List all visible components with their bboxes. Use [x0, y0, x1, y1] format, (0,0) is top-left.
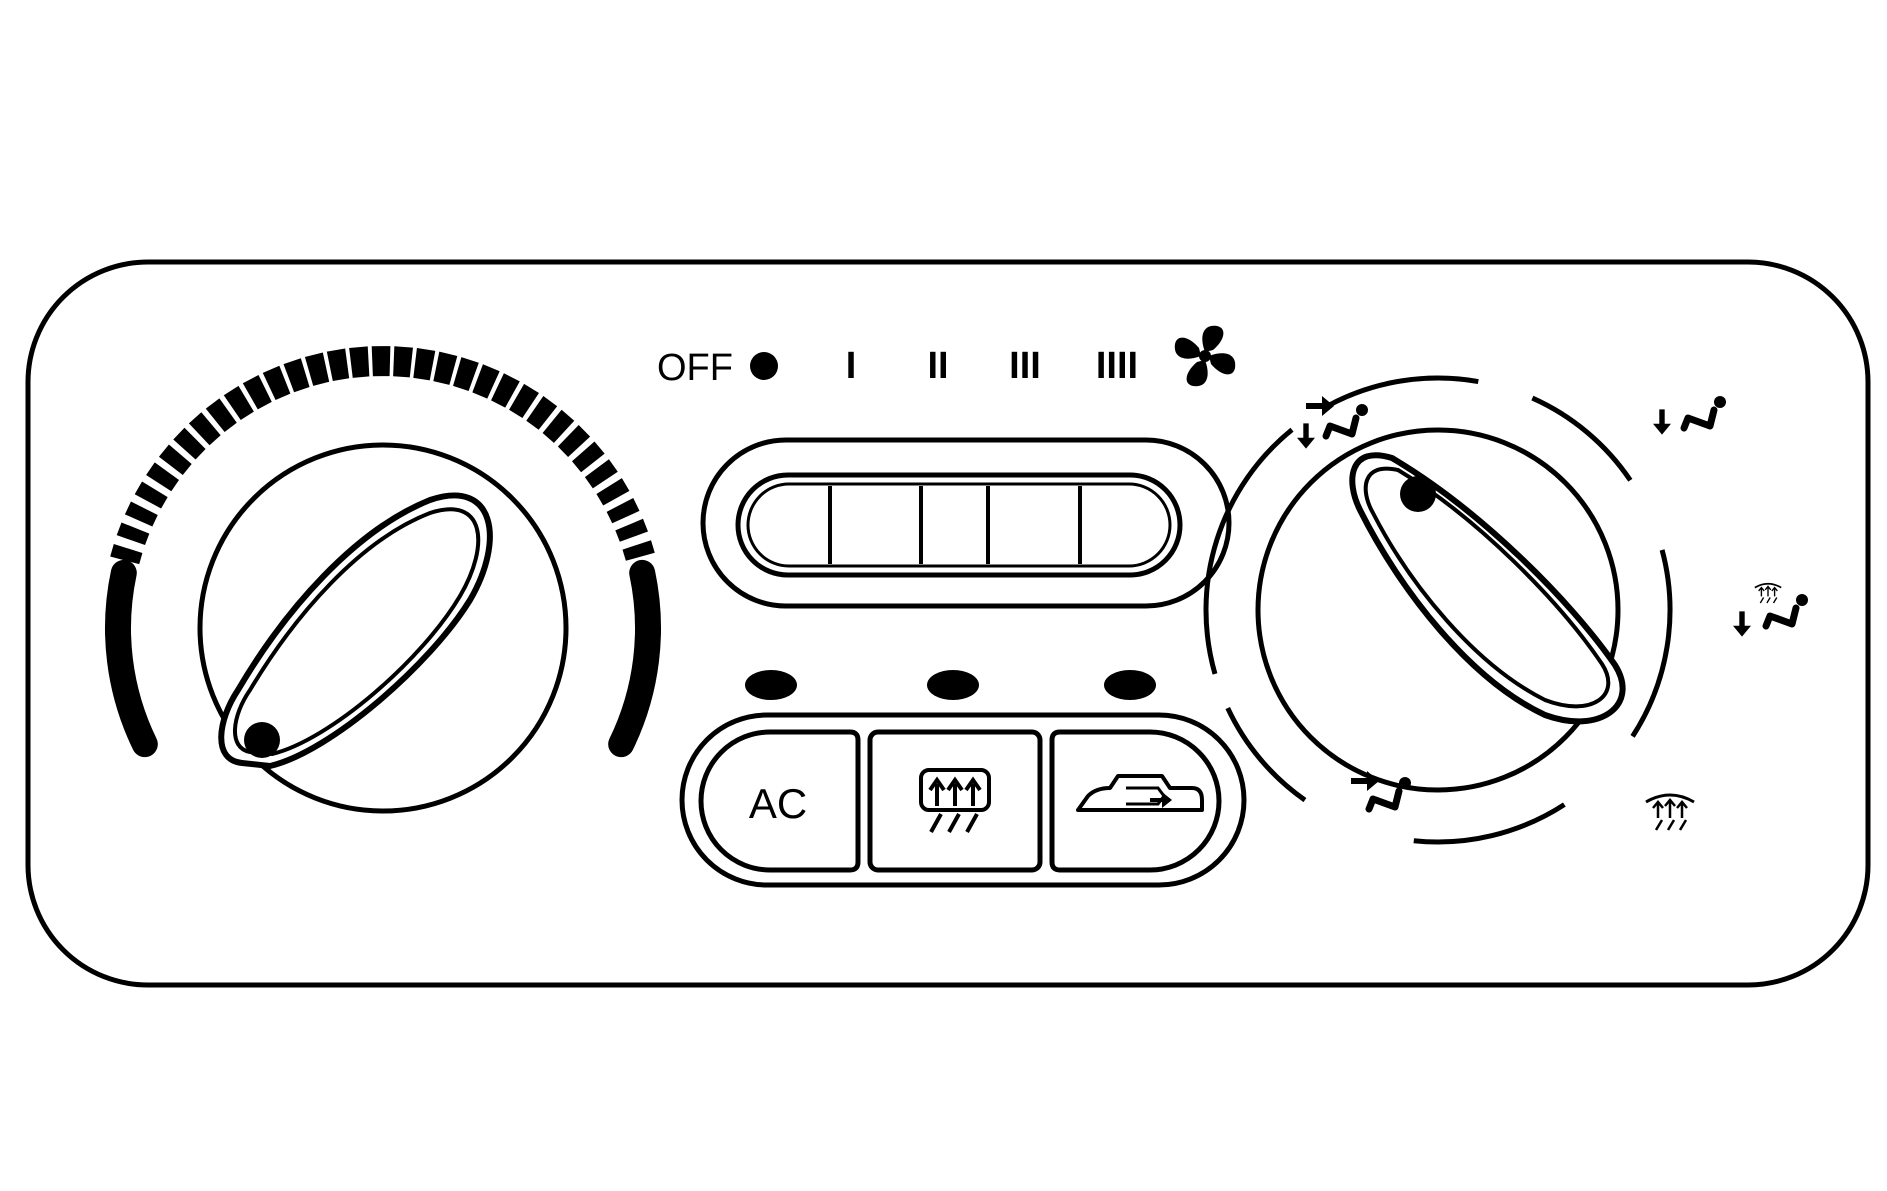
temperature-scale-segment: [584, 459, 618, 489]
filled-dot-icon: [750, 352, 778, 380]
recirculation-indicator-light: [1104, 670, 1156, 700]
temperature-scale-segment: [110, 544, 143, 565]
floor-icon: [1653, 396, 1726, 435]
temperature-scale-segment: [304, 352, 330, 386]
temperature-scale-segment: [615, 518, 648, 542]
temperature-scale-segment: [472, 364, 500, 399]
temperature-scale-segment: [622, 540, 655, 561]
mode-dial-ring-segment: [1327, 375, 1479, 408]
temperature-scale-segment: [205, 398, 237, 432]
fan-label-1: I: [846, 345, 857, 387]
temperature-scale-segment: [262, 365, 291, 401]
temperature-scale-segment: [542, 409, 575, 443]
ac-button[interactable]: AC: [698, 729, 861, 873]
temperature-scale-segment: [223, 385, 254, 421]
temperature-scale-segment: [242, 374, 272, 410]
temperature-scale-segment: [526, 396, 558, 430]
defog-icon: [1733, 582, 1808, 637]
fan-label-off: OFF: [657, 347, 733, 389]
temperature-scale-segment: [146, 462, 180, 492]
temperature-scale-segment: [134, 481, 168, 509]
temperature-scale-segment: [173, 427, 206, 460]
temperature-knob[interactable]: [197, 442, 569, 814]
mode-dial-ring-segment: [1225, 706, 1307, 803]
temperature-scale-segment: [433, 351, 458, 385]
temperature-scale-segment: [509, 383, 539, 419]
temperature-scale-segment: [326, 348, 350, 382]
temperature-scale-segment: [557, 424, 591, 457]
temperature-scale-icon: [105, 346, 661, 758]
temperature-knob-indicator: [244, 722, 280, 758]
mode-dial-ring-segment: [1203, 427, 1294, 675]
fan-label-4: IIII: [1096, 345, 1138, 387]
ac-indicator-light: [745, 670, 797, 700]
panel-frame: [25, 259, 1871, 988]
recirculation-icon: [1076, 774, 1204, 812]
recirculation-button[interactable]: [1049, 729, 1222, 873]
temperature-scale-segment: [371, 346, 391, 377]
button-group-frame: [679, 712, 1247, 888]
fan-speed-slider[interactable]: [700, 437, 1232, 609]
ac-button-label: AC: [749, 780, 807, 827]
temperature-scale-segment: [349, 346, 370, 378]
temperature-scale-segment: [491, 373, 520, 408]
temperature-scale-segment: [596, 478, 630, 506]
temperature-scale-segment: [571, 441, 605, 473]
mode-dial-ring-segment: [1630, 549, 1673, 738]
fan-label-3: III: [1009, 345, 1041, 387]
rear-defrost-icon: [919, 768, 991, 833]
temperature-scale-segment: [188, 412, 221, 446]
fan-icon: [1174, 325, 1236, 387]
temperature-scale-segment: [124, 501, 158, 527]
mode-dial-ring: [1203, 375, 1673, 845]
temperature-scale-segment: [413, 348, 436, 381]
defrost-icon: [1644, 793, 1696, 832]
temperature-scale-segment: [606, 498, 640, 524]
mode-dial-ring-segment: [1413, 802, 1566, 845]
temperature-scale-segment: [283, 358, 310, 393]
temperature-scale-band: [105, 559, 158, 758]
mode-knob[interactable]: [1255, 427, 1626, 793]
mode-dial-ring-segment: [1531, 395, 1633, 482]
fan-label-2: II: [927, 345, 948, 387]
vent-icon: [1351, 771, 1411, 809]
rear-defrost-indicator-light: [927, 670, 979, 700]
temperature-scale-segment: [453, 357, 479, 391]
temperature-scale-segment: [393, 346, 413, 378]
rear-defrost-button[interactable]: [867, 729, 1043, 873]
temperature-scale-segment: [116, 522, 150, 546]
temperature-scale-segment: [158, 444, 192, 475]
temperature-scale-band: [608, 559, 661, 758]
mode-knob-indicator: [1400, 476, 1436, 512]
